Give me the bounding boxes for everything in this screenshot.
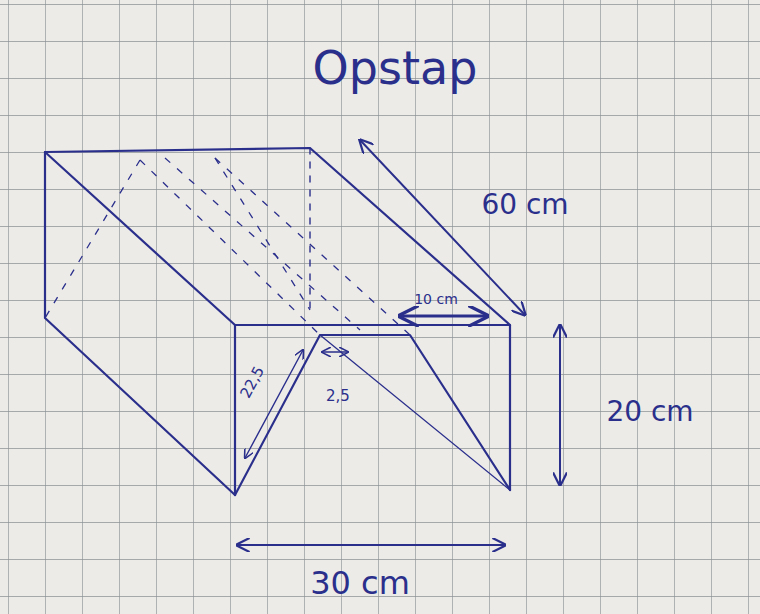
dimension-label: 20 cm	[606, 398, 693, 426]
dimension-label: 10 cm	[414, 292, 458, 306]
dimension-label: 2,5	[326, 389, 350, 404]
dimension-label: 60 cm	[481, 191, 568, 219]
dimension-label: 30 cm	[310, 567, 410, 599]
sketch-title: Opstap	[313, 45, 478, 91]
